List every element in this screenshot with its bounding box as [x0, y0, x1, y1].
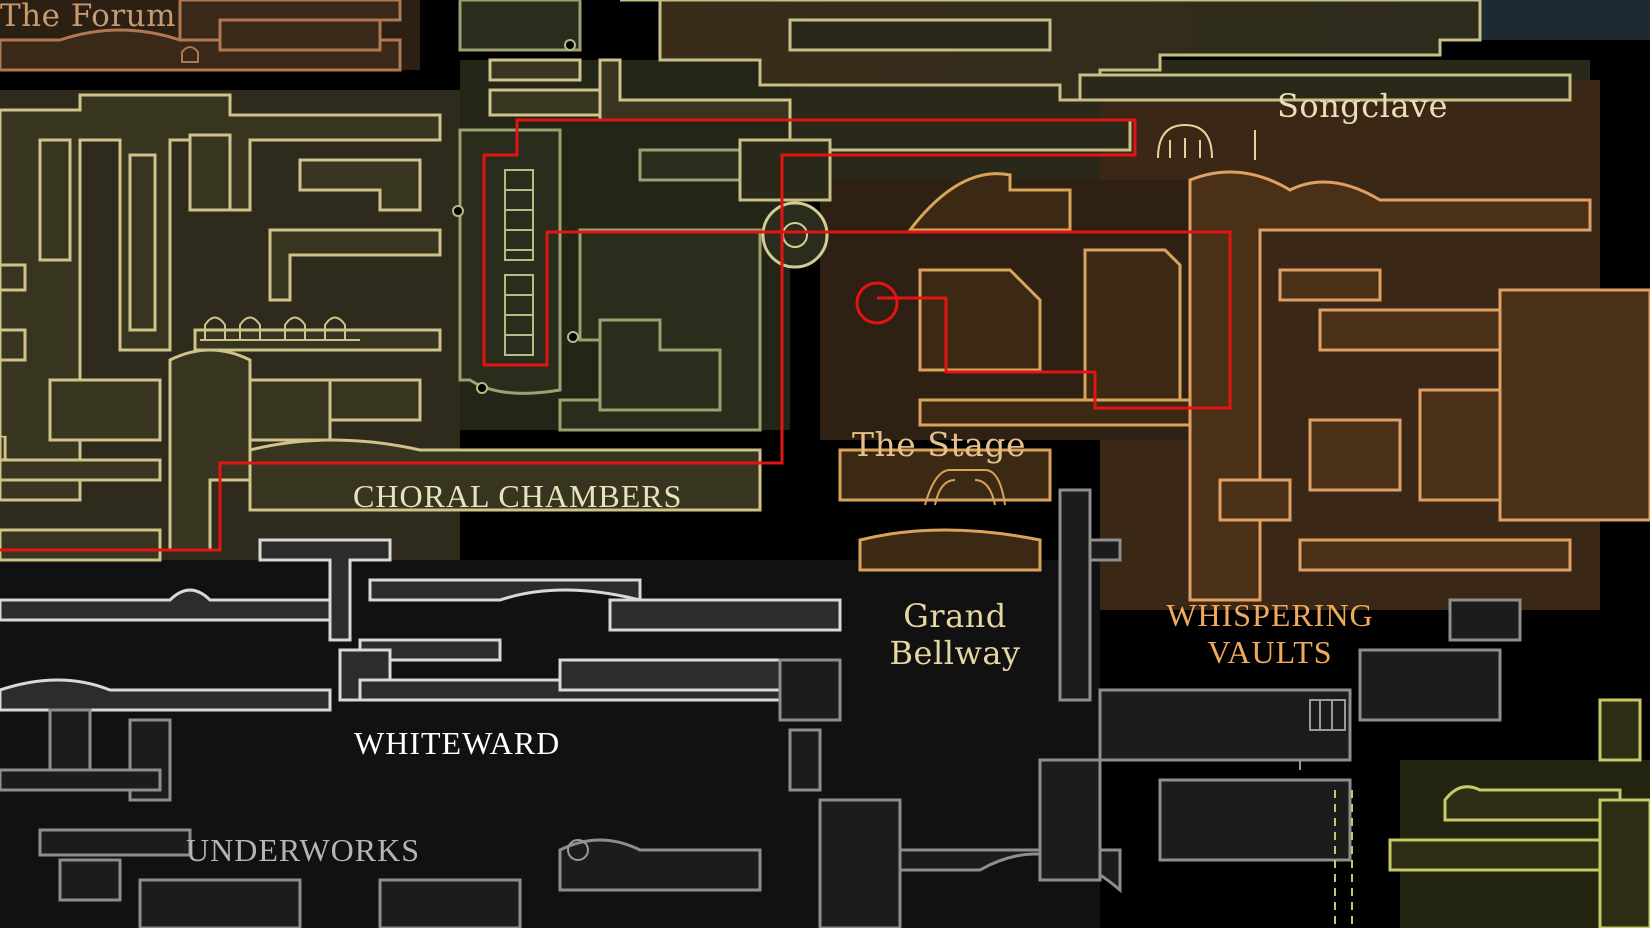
label-whispering-vaults[interactable]: WHISPERING VAULTS: [1160, 597, 1380, 671]
olive-region: [1388, 698, 1650, 928]
bell-icon: [181, 46, 199, 63]
label-edge-fragment: l: [0, 430, 11, 468]
label-whiteward[interactable]: WHITEWARD: [354, 725, 561, 761]
label-whispering-vaults-line2: VAULTS: [1207, 633, 1333, 670]
arch-icon: [200, 316, 360, 341]
songclave-dome: [1157, 123, 1256, 160]
forum-region: [0, 0, 402, 72]
route-marker-circle[interactable]: [855, 281, 899, 325]
underworks-details: [567, 699, 1346, 861]
whiteward-region: [0, 538, 842, 712]
whispering-vaults-region: [1188, 170, 1650, 602]
label-whispering-vaults-line1: WHISPERING: [1166, 597, 1374, 633]
circular-chamber: [761, 201, 829, 269]
label-the-stage[interactable]: The Stage: [852, 425, 1026, 464]
label-underworks[interactable]: UNDERWORKS: [186, 832, 421, 868]
dashed-shaft: [1334, 790, 1353, 928]
ladder-icon: [504, 169, 534, 356]
label-grand-bellway-line2: Bellway: [889, 633, 1021, 672]
node-dots: [452, 39, 579, 394]
label-songclave[interactable]: Songclave: [1277, 87, 1449, 125]
label-grand-bellway-line1: Grand: [903, 597, 1007, 635]
stage-region: [838, 172, 1192, 572]
choral-chambers-region: [0, 58, 792, 562]
route-path: [0, 118, 1232, 552]
stage-arches: [924, 469, 1006, 506]
underworks-region: [0, 488, 1522, 928]
label-the-forum[interactable]: The Forum: [0, 0, 176, 34]
label-grand-bellway[interactable]: Grand Bellway: [880, 598, 1030, 672]
label-choral-chambers[interactable]: CHORAL CHAMBERS: [353, 478, 683, 514]
